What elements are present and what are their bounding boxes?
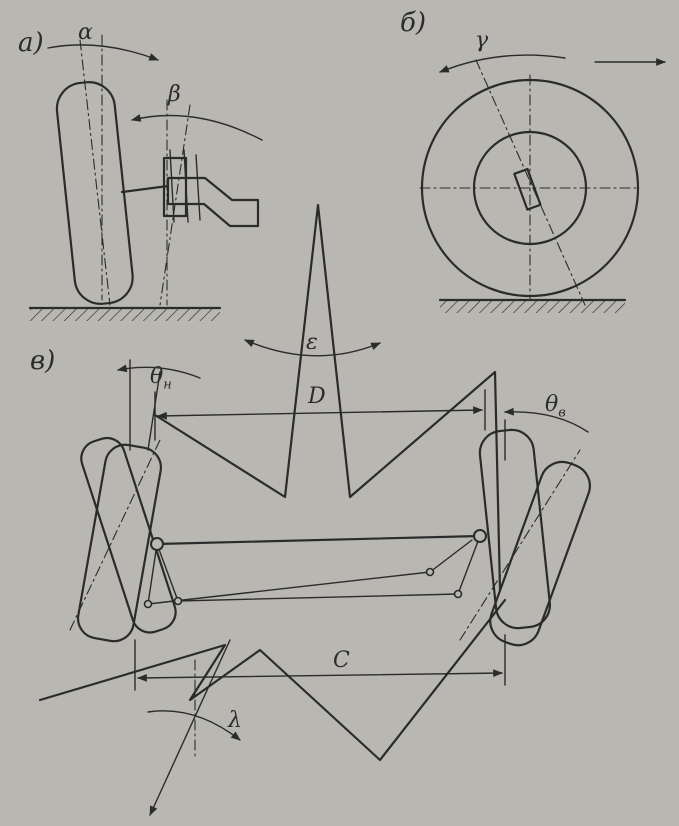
kingpin-bar-3	[195, 154, 201, 221]
part-c-top-view	[38, 203, 591, 816]
theta-h-arc	[117, 364, 201, 379]
right-wheel-outer	[478, 428, 552, 630]
right-wheel-inner	[489, 460, 591, 647]
zigzag-upper	[153, 203, 502, 592]
wheel-axis-a	[79, 39, 111, 306]
dimension-c-label: C	[333, 648, 350, 673]
ground-hatch-b	[440, 301, 625, 313]
right-arm-b	[429, 539, 473, 573]
caster-axis	[475, 59, 586, 306]
left-wheel-axis	[69, 439, 161, 631]
right-wheel-axis	[459, 449, 581, 641]
alpha-arc	[47, 44, 159, 61]
alpha-symbol: α	[78, 20, 93, 45]
epsilon-arc	[244, 339, 381, 357]
axle-beam	[155, 534, 482, 546]
theta-b-symbol: θв	[545, 392, 566, 421]
left-arm-b	[147, 543, 158, 605]
lambda-symbol: λ	[228, 708, 242, 733]
stub-axle	[120, 184, 170, 194]
left-steering-arm	[156, 543, 179, 602]
beta-symbol: β	[168, 82, 181, 107]
kingpin-bar-1	[169, 149, 175, 223]
kingpin-slot	[513, 167, 542, 211]
lower-arm	[166, 176, 260, 228]
ground-hatch-a	[30, 309, 220, 321]
right-steering-arm	[457, 535, 481, 595]
part-a-camber-view	[28, 34, 263, 321]
theta-b-arc	[504, 407, 589, 433]
kingpin-bar-2	[183, 149, 189, 223]
dimension-d-label: D	[308, 384, 326, 409]
kingpin-axis	[159, 104, 191, 306]
dim-c-line	[137, 669, 503, 682]
dim-d-line	[157, 406, 483, 420]
tie-rod	[177, 593, 459, 602]
lambda-direction-arrow	[149, 639, 231, 816]
part-c-label: в)	[30, 346, 56, 376]
tie-rod-dashed	[147, 571, 431, 605]
left-wheel-outer	[76, 443, 163, 643]
beta-arc	[131, 114, 263, 141]
theta-h-symbol: θн	[150, 364, 172, 393]
zigzag-lower	[38, 598, 507, 762]
right-pivot	[473, 529, 487, 543]
left-wheel-inner	[80, 436, 177, 634]
gamma-symbol: γ	[475, 28, 489, 53]
left-pivot	[150, 537, 164, 551]
part-a-label: а)	[18, 28, 44, 58]
lambda-arc	[147, 710, 241, 741]
theta-h-ref-wheel	[147, 371, 161, 451]
gamma-arc	[439, 54, 566, 73]
part-b-caster-view	[419, 54, 666, 313]
part-b-label: б)	[400, 8, 427, 38]
tilted-wheel-a	[55, 81, 134, 305]
epsilon-symbol: ε	[306, 330, 318, 355]
